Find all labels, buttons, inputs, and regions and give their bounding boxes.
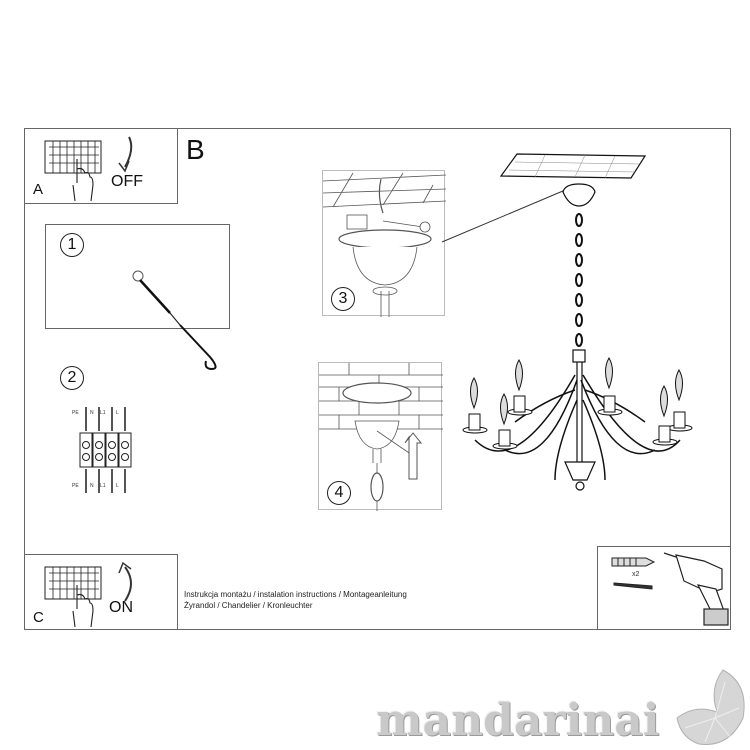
svg-text:L1: L1 xyxy=(100,483,106,489)
arrow-up-icon xyxy=(118,561,132,602)
mandarin-slice-icon xyxy=(676,669,745,745)
panel-a-action: OFF xyxy=(111,173,143,190)
step-2-number: 2 xyxy=(60,366,84,390)
svg-text:N: N xyxy=(90,483,94,489)
step-4-number: 4 xyxy=(327,481,351,505)
chandelier-illustration xyxy=(462,153,693,491)
panel-c-letter: C xyxy=(33,609,44,626)
wall-plug-icon xyxy=(611,557,656,567)
svg-text:PE: PE xyxy=(72,410,79,416)
canopy-wiring-icon xyxy=(322,172,447,317)
svg-text:L: L xyxy=(116,483,119,489)
panel-a-power-off: A OFF xyxy=(24,128,178,204)
section-b-letter: B xyxy=(186,134,205,165)
caption: Instrukcja montażu / instalation instruc… xyxy=(184,589,407,611)
svg-text:N: N xyxy=(90,410,94,416)
step-3-number: 3 xyxy=(331,287,355,311)
callout-line xyxy=(441,187,571,243)
watermark-logo: mandarinai xyxy=(376,695,660,746)
panel-a-letter: A xyxy=(33,181,44,198)
canopy-push-up-icon xyxy=(319,363,443,511)
svg-text:L1: L1 xyxy=(100,410,106,416)
arrow-down-icon xyxy=(118,136,133,173)
step-1-number: 1 xyxy=(60,233,84,257)
quantity-label: x2 xyxy=(632,571,640,578)
svg-text:L: L xyxy=(116,410,119,416)
circuit-breaker-hand-icon xyxy=(44,566,102,628)
screw-icon xyxy=(613,582,653,590)
ceiling-hook-icon xyxy=(132,270,217,371)
step-4-panel: 4 xyxy=(318,362,443,511)
panel-c-power-on: C ON xyxy=(24,554,178,630)
svg-text:PE: PE xyxy=(72,483,79,489)
tools-panel: x2 xyxy=(597,546,731,630)
caption-line-2: Żyrandol / Chandelier / Kronleuchter xyxy=(184,601,313,610)
drill-icon xyxy=(663,552,729,626)
instruction-sheet-frame xyxy=(24,128,731,630)
step-3-panel: 3 xyxy=(322,170,447,317)
caption-line-1: Instrukcja montażu / instalation instruc… xyxy=(184,590,407,599)
step-1-panel: 1 xyxy=(45,224,230,329)
circuit-breaker-hand-icon xyxy=(44,140,102,202)
panel-c-action: ON xyxy=(109,599,133,616)
